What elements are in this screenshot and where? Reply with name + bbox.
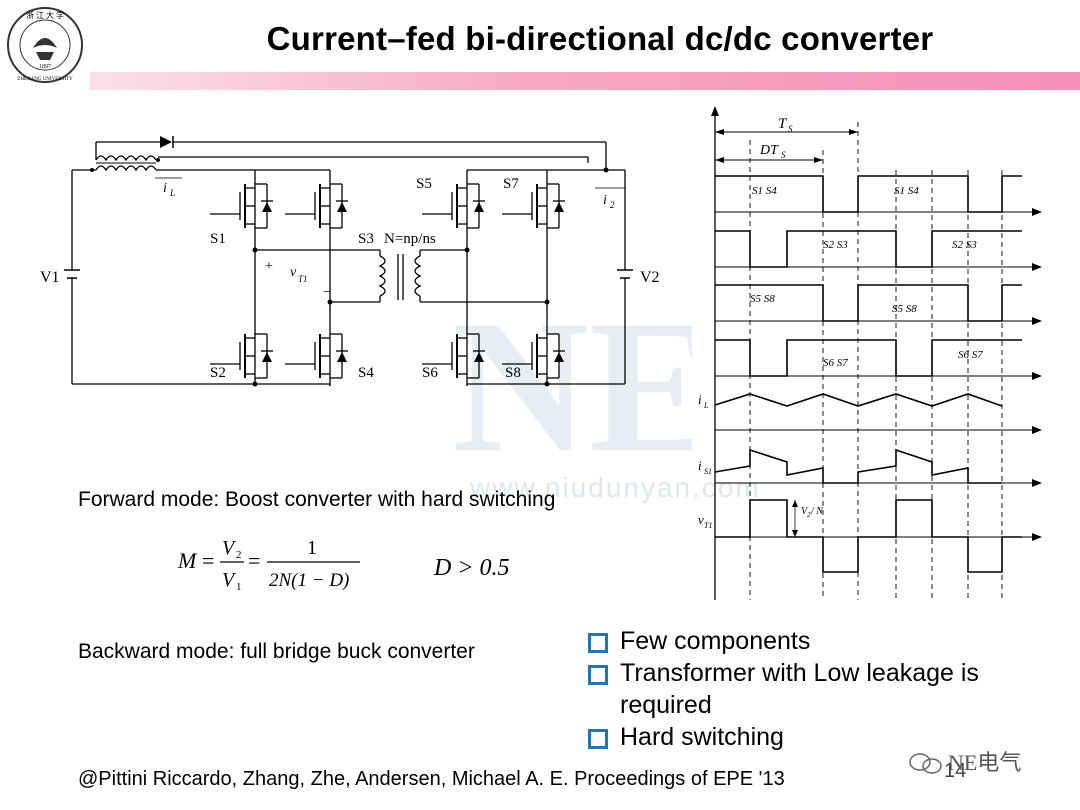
svg-text:−: − xyxy=(323,285,331,300)
bullet-item-continuation: required xyxy=(620,691,712,719)
svg-text:2N(1 − D): 2N(1 − D) xyxy=(269,570,349,591)
svg-text:S5: S5 xyxy=(416,176,432,192)
svg-text:+: + xyxy=(265,259,273,274)
svg-text:v: v xyxy=(290,265,297,280)
wechat-label: NE电气 xyxy=(948,750,1021,775)
watermark-url: www.niudunyan.com xyxy=(470,472,761,503)
svg-text:2: 2 xyxy=(610,200,615,210)
svg-text:S5 S8: S5 S8 xyxy=(892,303,917,315)
bullet-square-icon xyxy=(588,665,608,685)
svg-text:NE: NE xyxy=(452,300,692,470)
svg-text:S8: S8 xyxy=(505,365,521,381)
svg-text:S2 S3: S2 S3 xyxy=(823,239,848,251)
bullet-square-icon xyxy=(588,729,608,749)
svg-text:2: 2 xyxy=(807,511,811,519)
svg-text:S4: S4 xyxy=(358,365,374,381)
wechat-badge: NE电气 xyxy=(909,750,1021,775)
voltage-gain-equation: M = V 2 V 1 = 1 2N(1 − D) D > 0.5 xyxy=(177,537,510,593)
bullet-item: Transformer with Low leakage is xyxy=(586,657,1056,689)
circuit-diagram: V1 i L S1 S3 S2 S4 N=np/ns + v T1 − xyxy=(40,136,660,387)
svg-text:S6 S7: S6 S7 xyxy=(958,349,983,361)
svg-text:S1 S4: S1 S4 xyxy=(894,185,919,197)
bullet-item: Hard switching xyxy=(586,721,1056,753)
svg-text:S: S xyxy=(781,150,786,160)
university-logo: 1897 浙 江 大 学 ZHEJIANG UNIVERSITY xyxy=(7,7,83,83)
svg-text:L: L xyxy=(169,188,175,198)
switching-waveforms: T S DT S S1 S4 S1 S4 S2 S3 S2 S3 xyxy=(698,106,1042,600)
backward-mode-text: Backward mode: full bridge buck converte… xyxy=(78,640,475,663)
svg-text:=: = xyxy=(248,548,260,573)
svg-text:N=np/ns: N=np/ns xyxy=(384,231,436,247)
svg-text:T: T xyxy=(778,116,788,132)
svg-text:V: V xyxy=(222,537,237,559)
svg-text:S6 S7: S6 S7 xyxy=(823,357,848,369)
slide-title: Current–fed bi-directional dc/dc convert… xyxy=(266,20,934,57)
watermark-logo: NE xyxy=(452,300,692,470)
svg-text:S2 S3: S2 S3 xyxy=(952,239,977,251)
svg-text:V1: V1 xyxy=(40,269,60,286)
svg-text:1: 1 xyxy=(307,537,317,559)
logo-year: 1897 xyxy=(39,64,51,70)
footer-citation: @Pittini Riccardo, Zhang, Zhe, Andersen,… xyxy=(78,768,785,790)
svg-text:M: M xyxy=(177,548,198,573)
svg-text:1: 1 xyxy=(236,581,242,593)
svg-text:i: i xyxy=(698,458,702,473)
svg-text:T1: T1 xyxy=(298,274,308,284)
forward-mode-text: Forward mode: Boost converter with hard … xyxy=(78,488,556,511)
svg-text:V: V xyxy=(222,569,237,591)
svg-text:S2: S2 xyxy=(210,365,226,381)
svg-text:i: i xyxy=(698,392,702,407)
logo-cn-text: 浙 江 大 学 xyxy=(26,10,64,20)
svg-text:=: = xyxy=(202,548,214,573)
svg-text:L: L xyxy=(703,401,709,410)
svg-text:T1: T1 xyxy=(704,521,712,530)
svg-text:D > 0.5: D > 0.5 xyxy=(433,555,510,581)
svg-text:i: i xyxy=(163,181,167,196)
svg-text:S1 S4: S1 S4 xyxy=(752,185,777,197)
svg-text:i: i xyxy=(603,193,607,208)
svg-text:v: v xyxy=(698,512,704,527)
logo-en-text: ZHEJIANG UNIVERSITY xyxy=(17,77,73,82)
svg-text:S: S xyxy=(788,124,793,134)
svg-text:S6: S6 xyxy=(422,365,438,381)
page-number: 14 xyxy=(944,760,967,782)
title-underline-bar xyxy=(90,72,1080,90)
svg-text:S1: S1 xyxy=(210,231,226,247)
bullet-item: Few components xyxy=(586,625,1056,657)
svg-text:2: 2 xyxy=(236,549,242,561)
svg-text:S7: S7 xyxy=(503,176,519,192)
svg-text:DT: DT xyxy=(759,143,779,158)
wechat-icon xyxy=(909,753,942,774)
bullet-list: Few components Transformer with Low leak… xyxy=(586,625,1056,753)
svg-text:/ N: / N xyxy=(810,506,824,517)
svg-text:S1: S1 xyxy=(704,467,712,476)
svg-text:S5 S8: S5 S8 xyxy=(750,293,775,305)
bullet-square-icon xyxy=(588,633,608,653)
svg-text:S3: S3 xyxy=(358,231,374,247)
svg-text:V2: V2 xyxy=(640,269,660,286)
svg-text:V: V xyxy=(801,506,809,517)
